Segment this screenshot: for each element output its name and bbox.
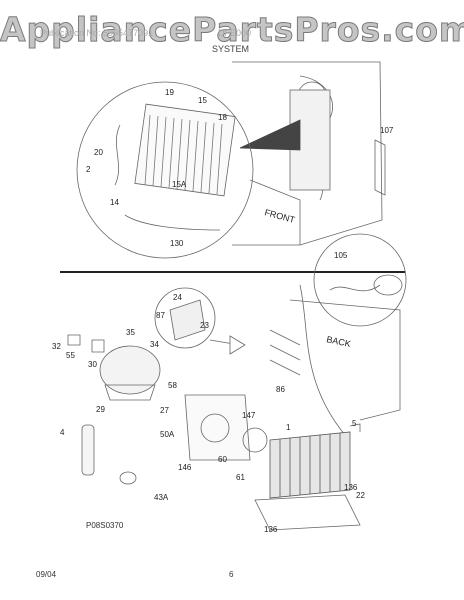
model-number: DFE000 xyxy=(218,28,252,38)
page-number: 6 xyxy=(229,570,234,579)
callout-24: 24 xyxy=(173,293,182,302)
figure-code: P08S0370 xyxy=(86,521,124,530)
callout-30: 30 xyxy=(88,360,97,369)
label-front: FRONT xyxy=(263,207,296,225)
callout-43a: 43A xyxy=(154,493,169,502)
callout-15a: 15A xyxy=(172,180,187,189)
callout-32: 32 xyxy=(52,342,61,351)
callout-14: 14 xyxy=(110,198,119,207)
callout-107: 107 xyxy=(380,126,394,135)
callout-22: 22 xyxy=(356,491,365,500)
callout-15: 15 xyxy=(198,96,207,105)
callout-50a: 50A xyxy=(160,430,175,439)
callout-130: 130 xyxy=(170,239,184,248)
callout-34: 34 xyxy=(150,340,159,349)
callout-5: 5 xyxy=(352,419,357,428)
callout-27: 27 xyxy=(160,406,169,415)
callout-146: 146 xyxy=(178,463,192,472)
publication-number: Publication No: 5995477091 xyxy=(40,28,154,38)
callout-19: 19 xyxy=(165,88,174,97)
callout-23: 23 xyxy=(200,321,209,330)
callout-60: 60 xyxy=(218,455,227,464)
callout-18: 18 xyxy=(218,113,227,122)
section-title: SYSTEM xyxy=(212,44,250,54)
watermark: AppliancePartsPros.com xyxy=(0,10,464,50)
callout-136: 136 xyxy=(344,483,358,492)
callout-61: 61 xyxy=(236,473,245,482)
callout-147: 147 xyxy=(242,411,256,420)
footer-date: 09/04 xyxy=(36,570,57,579)
callout-2: 2 xyxy=(86,165,91,174)
callout-29: 29 xyxy=(96,405,105,414)
callout-55: 55 xyxy=(66,351,75,360)
callout-4: 4 xyxy=(60,428,65,437)
callout-136b: 136 xyxy=(264,525,278,534)
callout-105: 105 xyxy=(334,251,348,260)
callout-58: 58 xyxy=(168,381,177,390)
callout-86: 86 xyxy=(276,385,285,394)
callout-20: 20 xyxy=(94,148,103,157)
callout-1: 1 xyxy=(286,423,291,432)
callout-87: 87 xyxy=(156,311,165,320)
label-back: BACK xyxy=(326,334,352,349)
callout-35: 35 xyxy=(126,328,135,337)
